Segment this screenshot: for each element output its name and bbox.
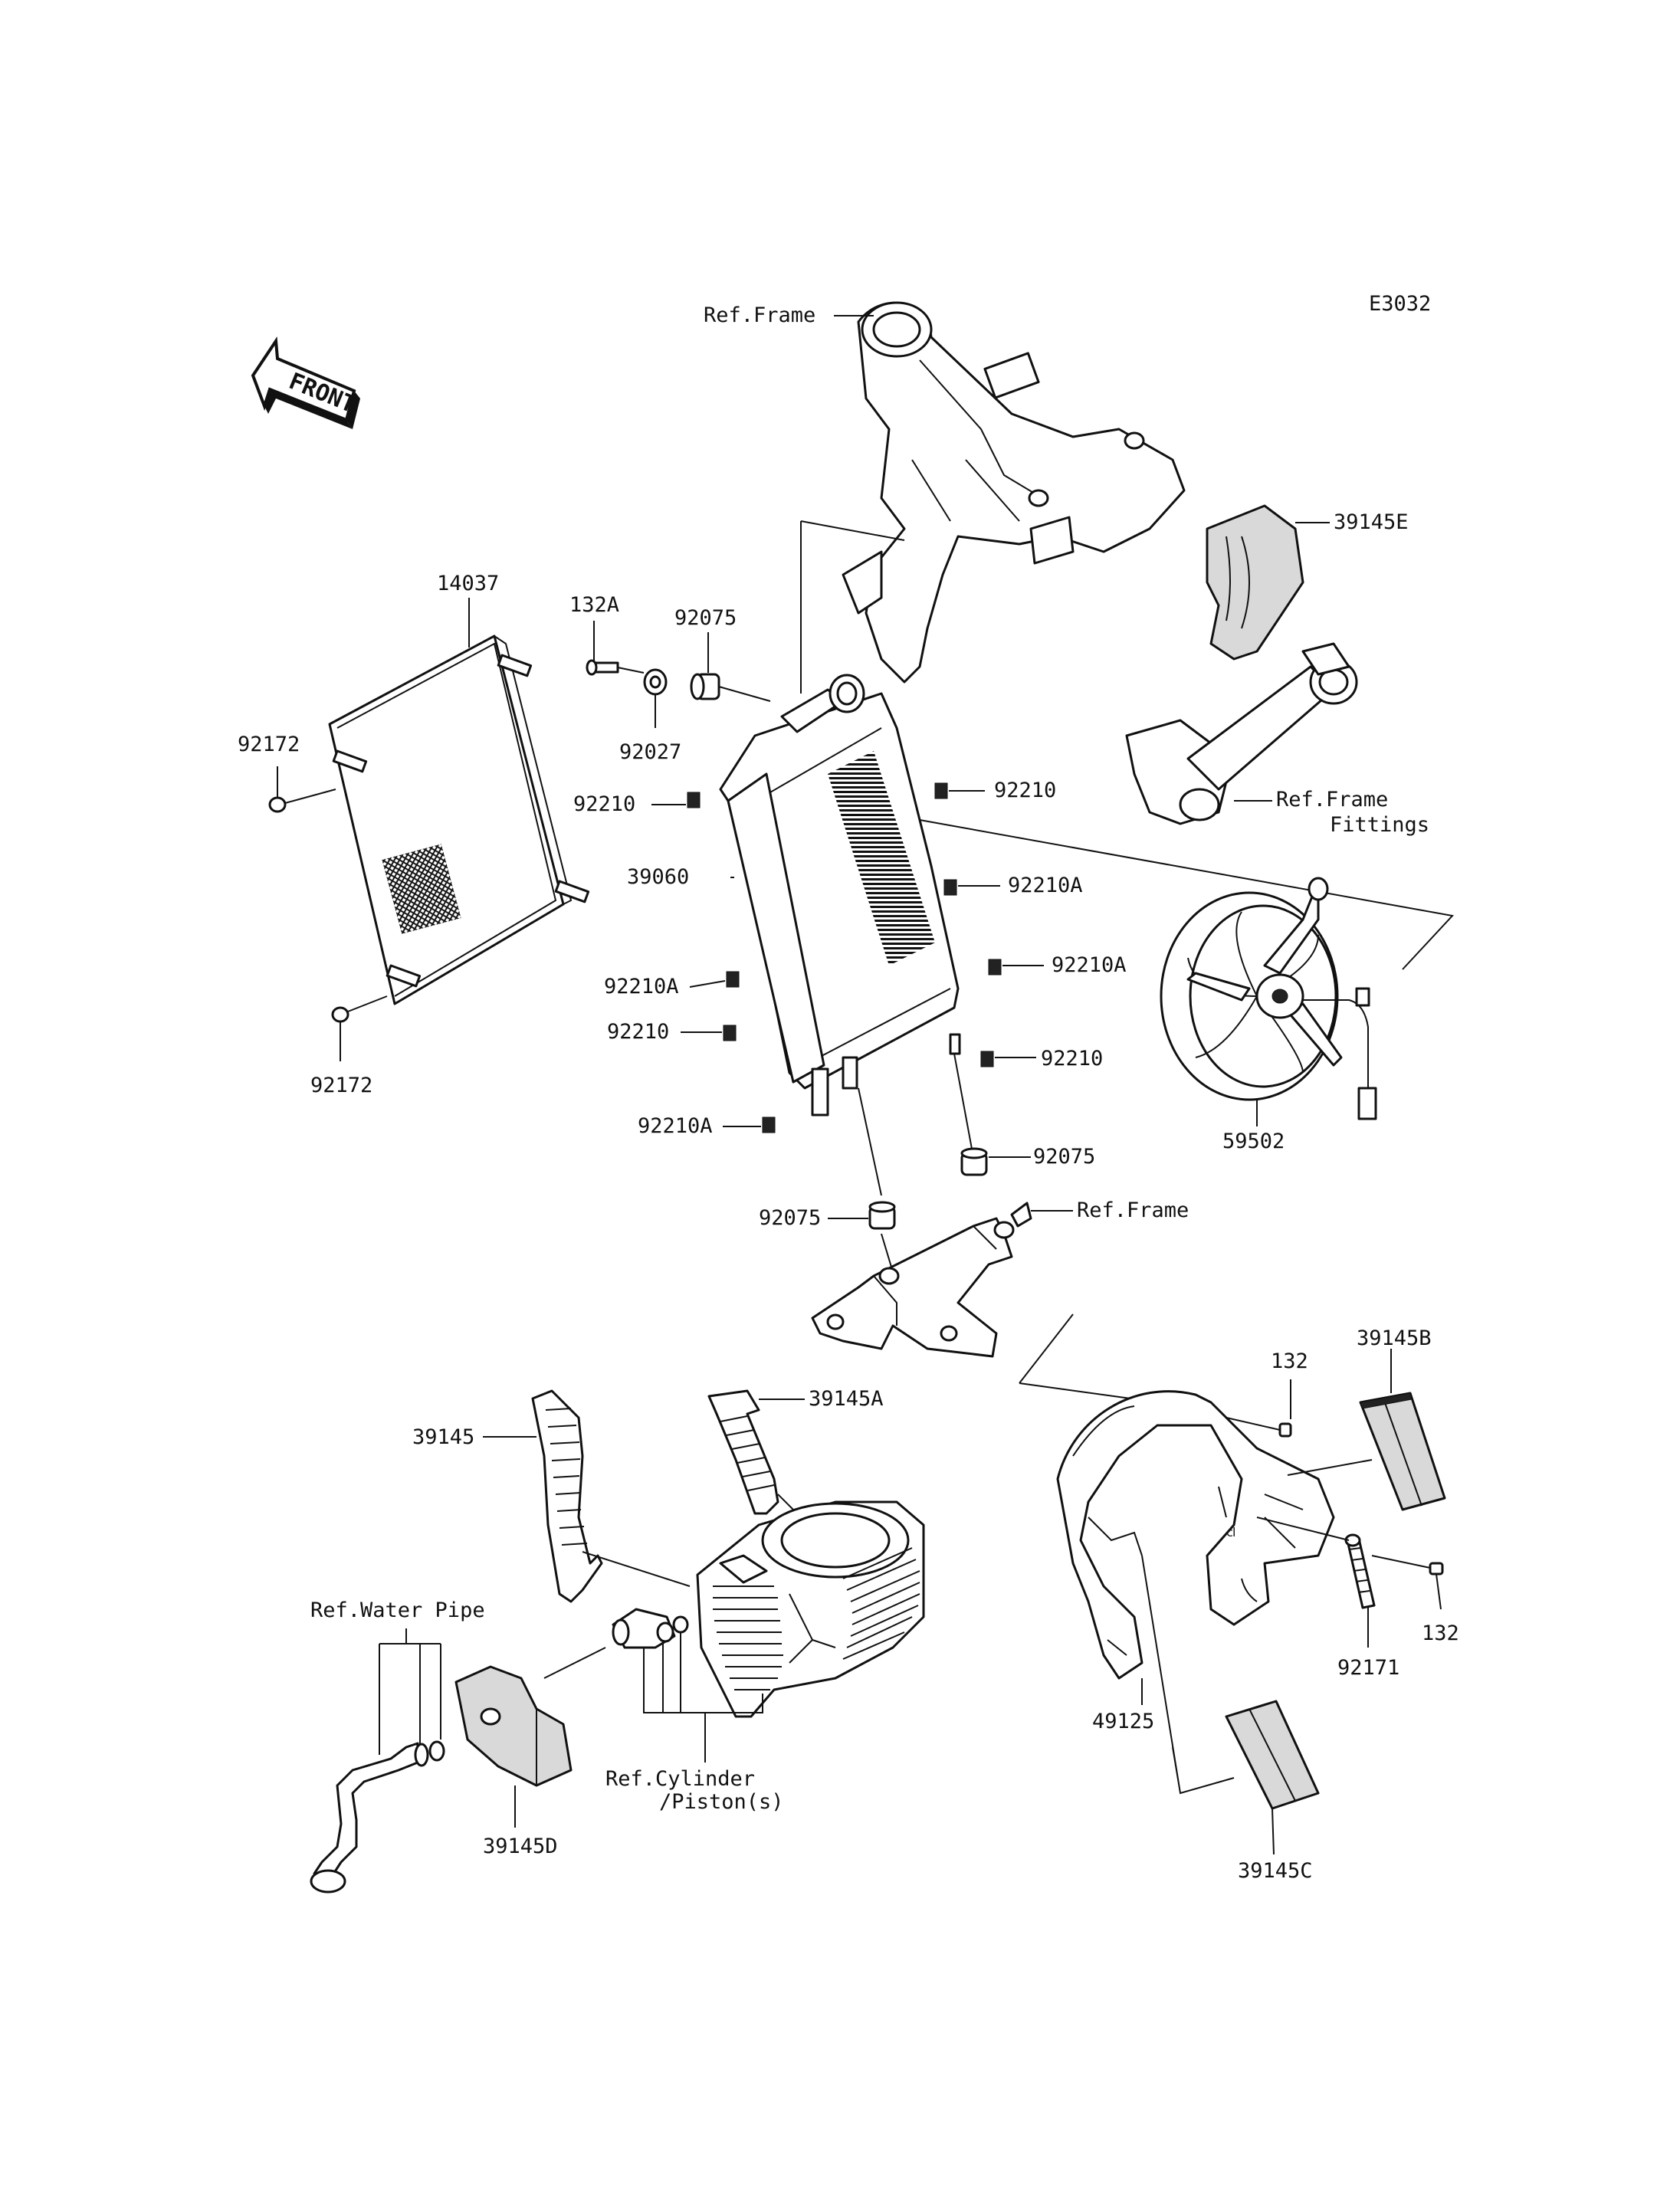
leader-39145 (483, 1436, 691, 1587)
part-92171 (1256, 1517, 1376, 1609)
clip-92210-d (980, 1051, 994, 1067)
pipe-leader-lines (543, 1647, 606, 1679)
front-arrow-icon: FRONT (251, 336, 360, 429)
label-49125: 49125 (1092, 1710, 1154, 1733)
svg-text:l: l (1232, 1525, 1235, 1540)
part-59502-fan (1160, 877, 1377, 1120)
diagram-code: E3032 (1369, 292, 1431, 316)
leader-ref-water-pipe (379, 1628, 441, 1755)
svg-text:c: c (1226, 1525, 1233, 1540)
part-39145C (1225, 1700, 1320, 1810)
part-14037-radiator-guard (328, 635, 590, 1005)
label-132-bottom: 132 (1422, 1622, 1459, 1645)
grommet-92075-left (868, 1201, 896, 1230)
label-92075-top: 92075 (674, 606, 737, 630)
grommet-92075-right (960, 1147, 988, 1176)
clip-92210A-c (726, 971, 740, 988)
water-pipe (310, 1740, 445, 1894)
washer-92027 (643, 668, 668, 696)
clip-92210-b (934, 782, 948, 799)
clip-92210A-b (988, 959, 1002, 976)
label-39145C: 39145C (1238, 1859, 1313, 1883)
radiator-grommet-leaders (858, 1053, 974, 1273)
frame-to-radiator-line (800, 520, 905, 694)
part-39145B (1287, 1392, 1446, 1511)
screw-92172-top (268, 789, 336, 813)
part-39145 (531, 1389, 603, 1603)
label-ref-frame-fittings-1: Ref.Frame (1276, 788, 1388, 812)
leader-39145C (1271, 1808, 1275, 1855)
label-39145D: 39145D (483, 1835, 558, 1858)
part-39060-radiator (719, 674, 961, 1117)
label-92172-top: 92172 (238, 733, 300, 756)
label-ref-frame-mid: Ref.Frame (1077, 1199, 1189, 1222)
screw-92172-bottom (331, 995, 388, 1023)
label-ref-frame-top: Ref.Frame (704, 303, 815, 327)
frame-lower-bracket (811, 1202, 1032, 1358)
cylinder-fitting (612, 1608, 689, 1649)
label-ref-water-pipe: Ref.Water Pipe (310, 1599, 485, 1622)
label-92210A-d: 92210A (638, 1114, 713, 1138)
clip-92210A-d (762, 1117, 776, 1133)
bolt-132-bottom (1371, 1555, 1444, 1576)
label-92210-c: 92210 (607, 1020, 669, 1044)
label-39145E: 39145E (1334, 510, 1409, 534)
grommet-92075-top (690, 673, 771, 702)
label-92075-left: 92075 (759, 1206, 821, 1230)
label-59502: 59502 (1222, 1130, 1285, 1153)
label-92210-b: 92210 (994, 779, 1056, 802)
leader-ref-cylinder (643, 1632, 763, 1763)
clip-92210-c (723, 1025, 737, 1041)
clip-92210A-a (943, 879, 957, 896)
label-92171: 92171 (1337, 1656, 1399, 1680)
part-39145D (454, 1665, 573, 1787)
label-92172-bottom: 92172 (310, 1074, 372, 1097)
bolt-132A (586, 659, 645, 676)
part-39145E (1206, 504, 1304, 661)
frame-top (842, 301, 1186, 684)
label-39060: 39060 (627, 865, 689, 889)
label-132A: 132A (569, 593, 619, 617)
cover-leader-lines (1019, 1313, 1235, 1795)
leader-132-bottom (1436, 1573, 1442, 1610)
label-ref-cylinder-1: Ref.Cylinder (605, 1767, 755, 1791)
part-49125-cover: c l (1056, 1390, 1335, 1680)
bolt-132-top (1226, 1417, 1292, 1438)
label-92210A-a: 92210A (1008, 874, 1083, 897)
frame-fittings (1125, 642, 1358, 825)
label-ref-cylinder-2: /Piston(s) (659, 1790, 784, 1814)
label-39145: 39145 (412, 1425, 474, 1449)
label-92027: 92027 (619, 740, 681, 764)
cylinder (696, 1500, 925, 1718)
label-92210-a: 92210 (573, 792, 635, 816)
leader-92210A-c (689, 980, 726, 988)
label-92075-right: 92075 (1033, 1145, 1095, 1169)
part-39145A (707, 1389, 779, 1515)
fan-leader-lines (919, 819, 1454, 970)
label-92210-d: 92210 (1041, 1047, 1103, 1071)
label-39145A: 39145A (809, 1387, 884, 1411)
label-132-top: 132 (1271, 1349, 1308, 1373)
clip-92210-a (687, 792, 701, 808)
label-ref-frame-fittings-2: Fittings (1330, 813, 1429, 837)
label-14037: 14037 (437, 572, 499, 595)
label-92210A-b: 92210A (1052, 953, 1127, 977)
label-39145B: 39145B (1357, 1326, 1432, 1350)
label-92210A-c: 92210A (604, 975, 679, 998)
